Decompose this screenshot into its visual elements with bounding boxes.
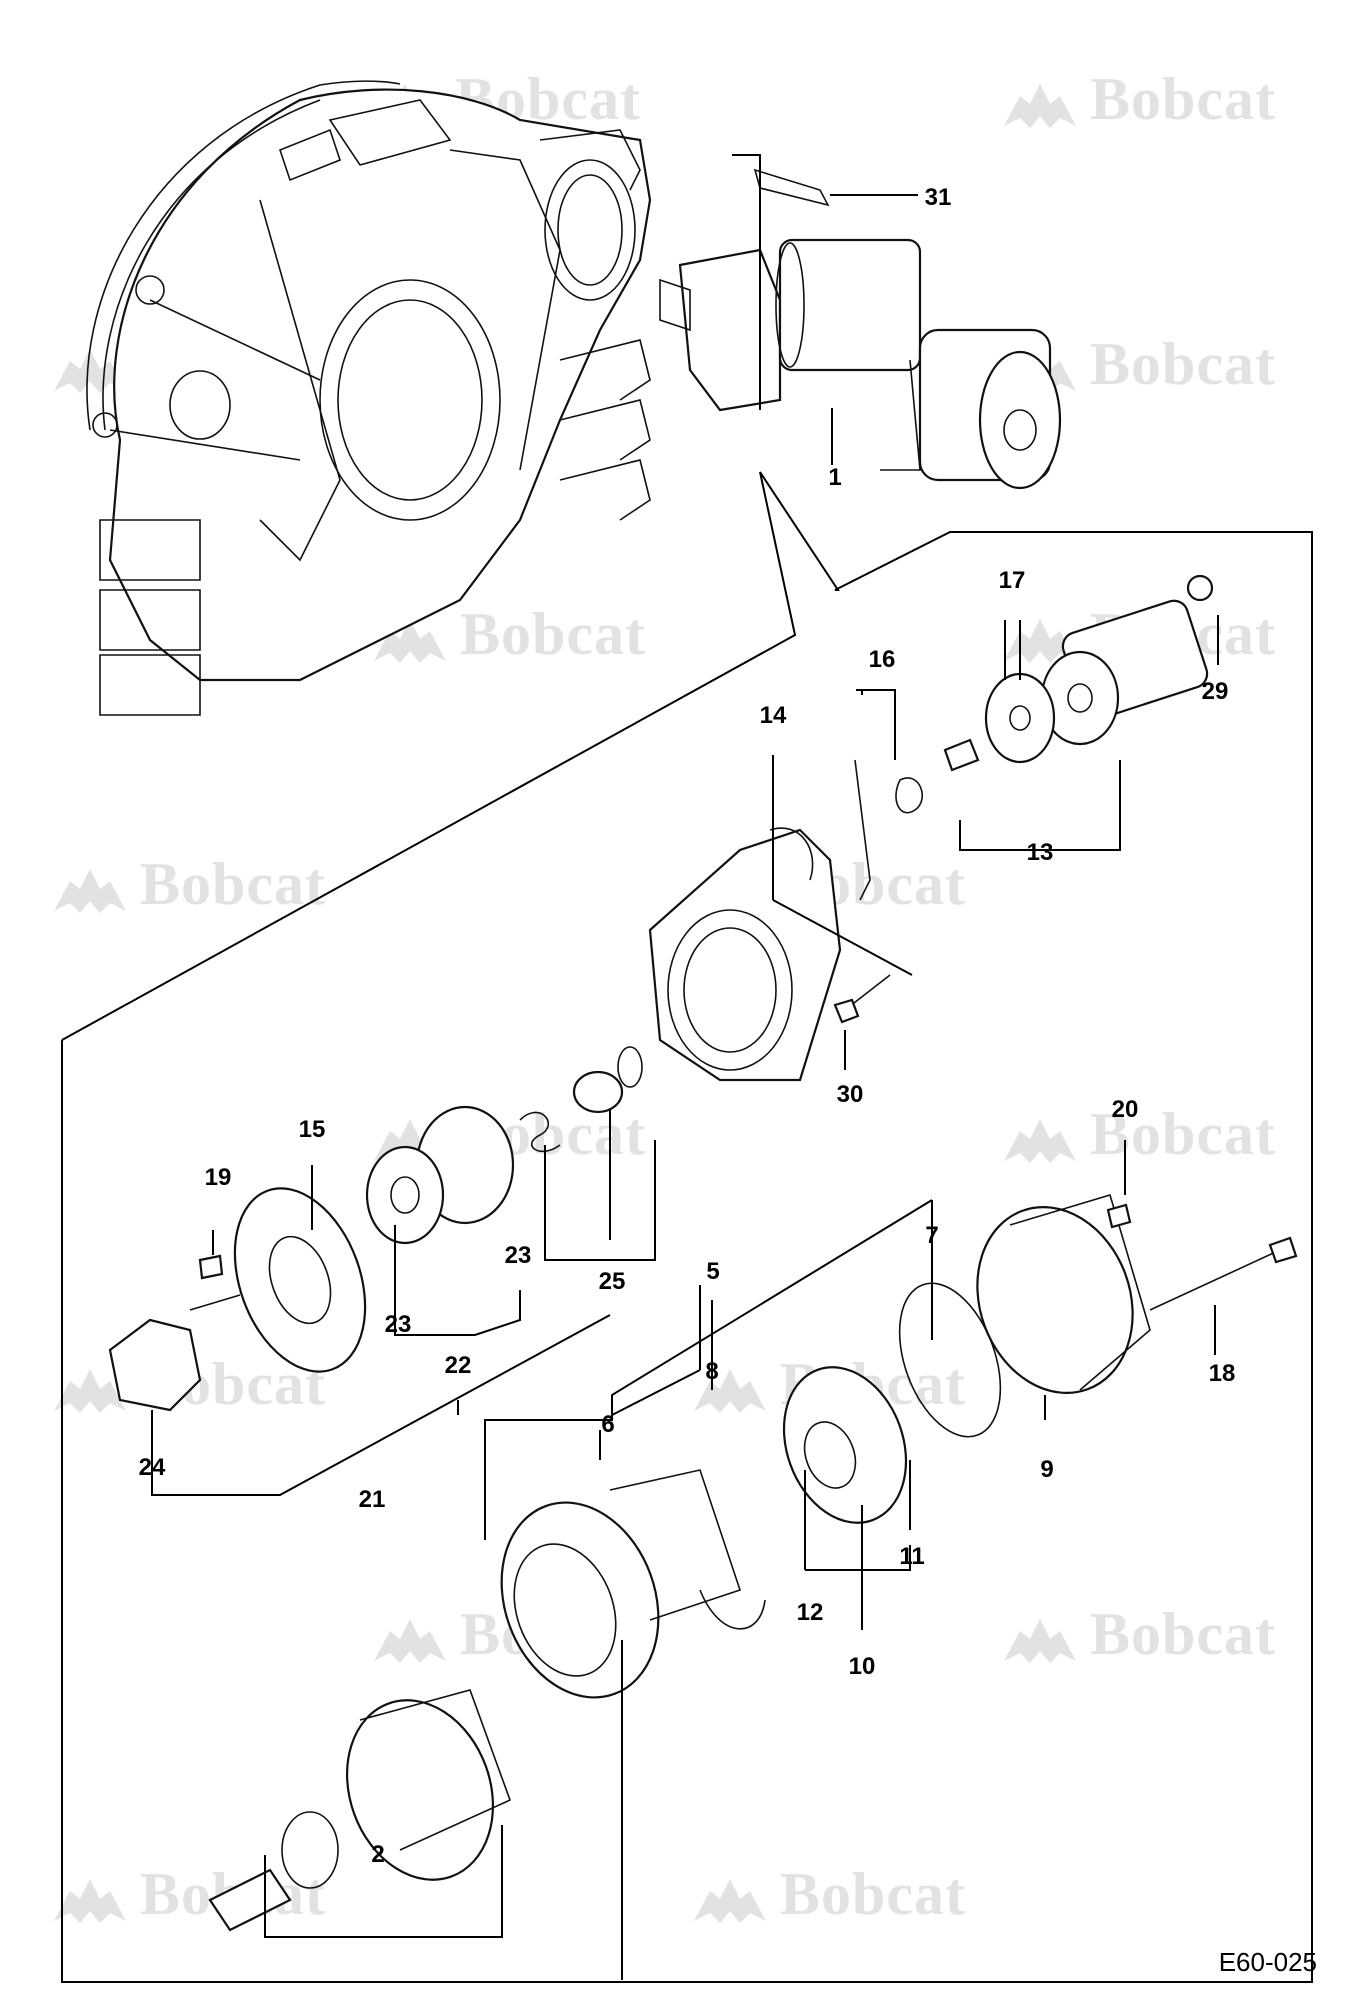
watermark-1: Bobcat: [1000, 65, 1276, 134]
callout-6: 6: [601, 1411, 615, 1438]
watermark-13: Bobcat: [1000, 1600, 1276, 1669]
callout-25: 25: [598, 1268, 626, 1295]
bobcat-logo-icon: [50, 341, 130, 399]
callout-31: 31: [924, 184, 952, 211]
bobcat-logo-icon: [1000, 1111, 1080, 1169]
callout-17: 17: [998, 567, 1026, 594]
watermark-15: Bobcat: [690, 1860, 966, 1929]
callout-5: 5: [706, 1258, 720, 1285]
callout-16: 16: [868, 646, 896, 673]
bobcat-logo-icon: [50, 861, 130, 919]
callout-23-lower: 23: [384, 1311, 412, 1338]
bobcat-logo-icon: [370, 1611, 450, 1669]
bobcat-logo-icon: [690, 1361, 770, 1419]
bobcat-logo-icon: [50, 1871, 130, 1929]
watermark-text: Bobcat: [1090, 66, 1276, 132]
figure-code: E60-025: [1218, 1947, 1317, 1977]
callout-8: 8: [705, 1358, 719, 1385]
callout-20: 20: [1111, 1096, 1139, 1123]
starter-assembly: [659, 168, 1062, 490]
callout-11: 11: [899, 1543, 925, 1570]
callout-14: 14: [759, 702, 787, 729]
callout-12: 12: [796, 1599, 824, 1626]
callout-22: 22: [444, 1352, 472, 1379]
watermark-text: Bobcat: [1090, 1601, 1276, 1667]
bobcat-logo-icon: [1000, 76, 1080, 134]
bobcat-logo-icon: [50, 1361, 130, 1419]
watermark-text: Bobcat: [1090, 1101, 1276, 1167]
watermark-text: Bobcat: [780, 1861, 966, 1927]
callout-7: 7: [925, 1222, 939, 1249]
watermark-9: Bobcat: [1000, 1100, 1276, 1169]
watermark-text: Bobcat: [460, 601, 646, 667]
callout-30: 30: [836, 1081, 864, 1108]
watermark-6: Bobcat: [50, 850, 326, 919]
callout-9: 9: [1040, 1456, 1054, 1483]
callout-23-upper: 23: [504, 1242, 532, 1269]
bobcat-logo-icon: [690, 1871, 770, 1929]
callout-21: 21: [358, 1486, 386, 1513]
callout-18: 18: [1208, 1360, 1236, 1387]
watermark-4: Bobcat: [370, 600, 646, 669]
leader-lines: [61, 154, 1313, 1983]
callout-19: 19: [204, 1164, 232, 1191]
callout-24: 24: [138, 1454, 166, 1481]
callout-2: 2: [371, 1841, 385, 1868]
watermark-text: Bobcat: [1090, 331, 1276, 397]
exploded-parts: [108, 574, 1298, 1932]
bobcat-logo-icon: [370, 611, 450, 669]
bobcat-logo-icon: [1000, 611, 1080, 669]
callout-10: 10: [848, 1653, 876, 1680]
bobcat-logo-icon: [1000, 1611, 1080, 1669]
callout-1: 1: [828, 464, 842, 491]
callout-29: 29: [1201, 678, 1229, 705]
callout-13: 13: [1026, 839, 1054, 866]
watermark-text: Bobcat: [140, 851, 326, 917]
flywheel-housing: [86, 80, 652, 716]
callout-15: 15: [298, 1116, 326, 1143]
